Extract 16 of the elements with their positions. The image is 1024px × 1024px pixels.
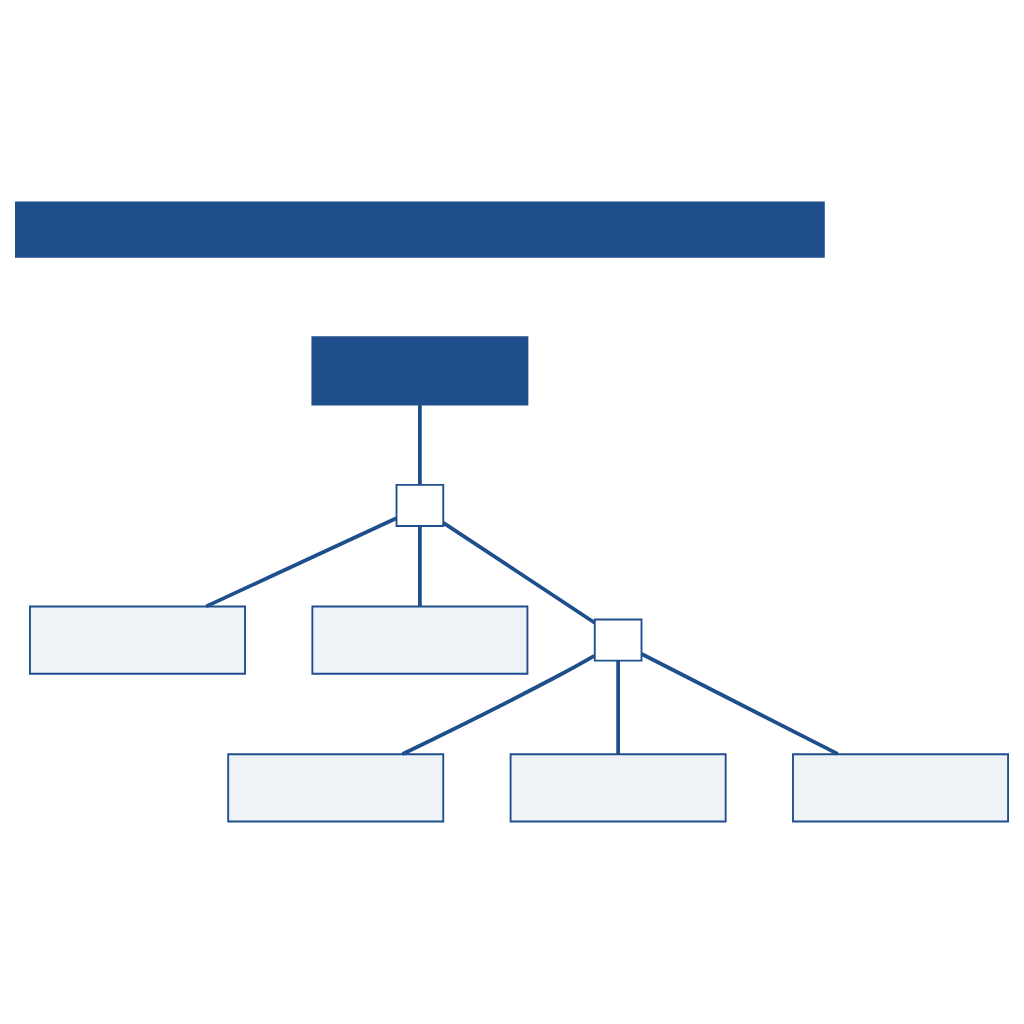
- node-box: [395, 483, 445, 527]
- connector: [418, 405, 422, 485]
- node-box: [509, 753, 727, 823]
- node-box: [311, 605, 529, 675]
- node-bar: [15, 201, 825, 258]
- connector: [205, 516, 398, 609]
- node-box: [311, 336, 529, 406]
- node-box: [792, 753, 1009, 823]
- connector: [401, 654, 596, 756]
- connector: [442, 521, 596, 625]
- node-box: [29, 605, 246, 675]
- connector: [616, 660, 620, 754]
- connector: [640, 652, 839, 756]
- node-box: [593, 618, 643, 662]
- connector: [418, 526, 422, 607]
- node-box: [227, 753, 445, 823]
